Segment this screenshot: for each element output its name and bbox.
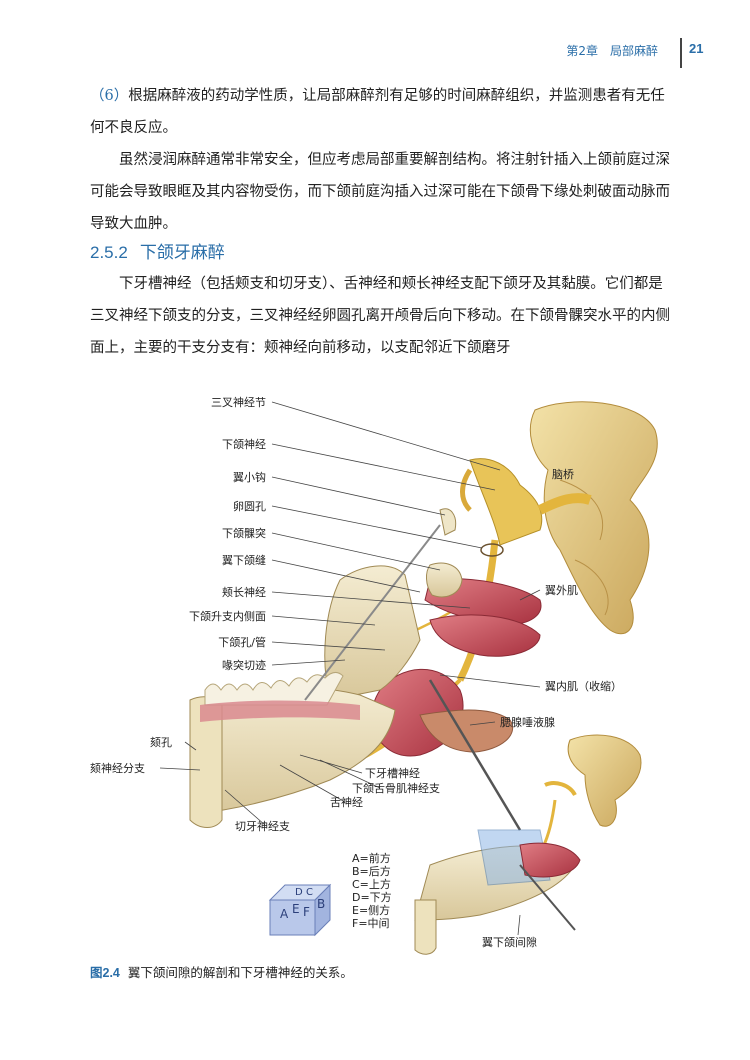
paragraph-mandibular-text: 下牙槽神经（包括颊支和切牙支）、舌神经和颊长神经支配下颌牙及其黏膜。它们都是三叉… xyxy=(90,276,670,356)
figure-caption: 图2.4 翼下颌间隙的解剖和下牙槽神经的关系。 xyxy=(90,962,353,981)
caption-text: 翼下颌间隙的解剖和下牙槽神经的关系。 xyxy=(127,965,353,980)
orientation-cube xyxy=(268,883,332,937)
header-rule xyxy=(680,38,682,68)
label-parotid-gland: 腮腺唾液腺 xyxy=(500,716,555,729)
label-lateral-pterygoid: 翼外肌 xyxy=(545,584,578,597)
label-lingual-nerve: 舌神经 xyxy=(330,796,363,809)
mandible-illustration xyxy=(189,508,463,828)
item-number: （6） xyxy=(90,88,129,104)
cube-face-f: F xyxy=(303,905,310,919)
cube-face-e: E xyxy=(292,902,300,916)
label-medial-pterygoid: 翼内肌（收缩） xyxy=(545,680,622,693)
paragraph-6-text: 根据麻醉液的药动学性质，让局部麻醉剂有足够的时间麻醉组织，并监测患者有无任何不良… xyxy=(90,88,665,136)
anatomy-illustration xyxy=(159,401,658,955)
section-number: 2.5.2 xyxy=(90,243,128,262)
legend-item: F=中间 xyxy=(352,917,390,930)
pons-illustration xyxy=(529,401,658,635)
paragraph-safety: 虽然浸润麻醉通常非常安全，但应考虑局部重要解剖结构。将注射针插入上颌前庭过深可能… xyxy=(90,144,676,240)
label-inferior-alveolar-nerve: 下牙槽神经 xyxy=(365,767,420,780)
label-trigeminal-ganglion: 三叉神经节 xyxy=(211,396,266,409)
section-title: 下颌牙麻醉 xyxy=(139,243,225,263)
label-medial-ramus: 下颌升支内侧面 xyxy=(189,610,266,623)
inset-illustration xyxy=(414,734,642,955)
legend-item: C=上方 xyxy=(352,878,391,891)
cube-face-d: D xyxy=(295,887,303,898)
pterygoid-muscles-illustration xyxy=(371,578,542,757)
needle-illustration xyxy=(304,524,522,831)
legend-item: A=前方 xyxy=(352,852,391,865)
paragraph-6: （6）根据麻醉液的药动学性质，让局部麻醉剂有足够的时间麻醉组织，并监测患者有无任… xyxy=(90,80,676,144)
label-mandibular-foramen: 下颌孔/管 xyxy=(218,636,266,649)
section-heading: 2.5.2 下颌牙麻醉 xyxy=(90,238,225,263)
paragraph-mandibular: 下牙槽神经（包括颊支和切牙支）、舌神经和颊长神经支配下颌牙及其黏膜。它们都是三叉… xyxy=(90,268,676,364)
anatomy-figure: 三叉神经节 下颌神经 翼小钩 卵圆孔 下颌髁突 翼下颌缝 颊长神经 下颌升支内侧… xyxy=(0,360,750,960)
label-mandibular-nerve: 下颌神经 xyxy=(222,438,266,451)
label-mental-foramen: 颏孔 xyxy=(150,736,172,749)
label-foramen-ovale: 卵圆孔 xyxy=(233,500,266,513)
label-mylohyoid-nerve: 下颌舌骨肌神经支 xyxy=(352,782,440,795)
label-incisive-nerve-branch: 切牙神经支 xyxy=(235,820,290,833)
legend-item: B=后方 xyxy=(352,865,391,878)
cube-face-c: C xyxy=(306,887,313,898)
chapter-title: 第2章 局部麻醉 xyxy=(566,44,658,58)
cube-face-b: B xyxy=(317,897,326,911)
label-mental-nerve-branch: 颏神经分支 xyxy=(90,762,145,775)
paragraph-safety-text: 虽然浸润麻醉通常非常安全，但应考虑局部重要解剖结构。将注射针插入上颌前庭过深可能… xyxy=(90,152,670,232)
direction-legend: A=前方 B=后方 C=上方 D=下方 E=侧方 F=中间 xyxy=(352,852,392,930)
label-pons: 脑桥 xyxy=(552,468,574,481)
running-head: 第2章 局部麻醉 21 xyxy=(0,38,750,68)
label-mandibular-condyle: 下颌髁突 xyxy=(222,527,266,540)
label-coronoid-notch: 喙突切迹 xyxy=(222,659,266,672)
page-number: 21 xyxy=(689,41,704,56)
label-long-buccal-nerve: 颊长神经 xyxy=(222,586,266,599)
label-pterygomandibular-raphe: 翼下颌缝 xyxy=(222,554,266,567)
label-pterygomandibular-space: 翼下颌间隙 xyxy=(482,936,537,949)
legend-item: E=侧方 xyxy=(352,904,391,917)
label-pterygoid-hamulus: 翼小钩 xyxy=(233,471,266,484)
figure-number: 图2.4 xyxy=(90,966,120,980)
leader-lines xyxy=(159,401,541,936)
legend-item: D=下方 xyxy=(352,891,392,904)
cube-face-a: A xyxy=(280,907,289,921)
